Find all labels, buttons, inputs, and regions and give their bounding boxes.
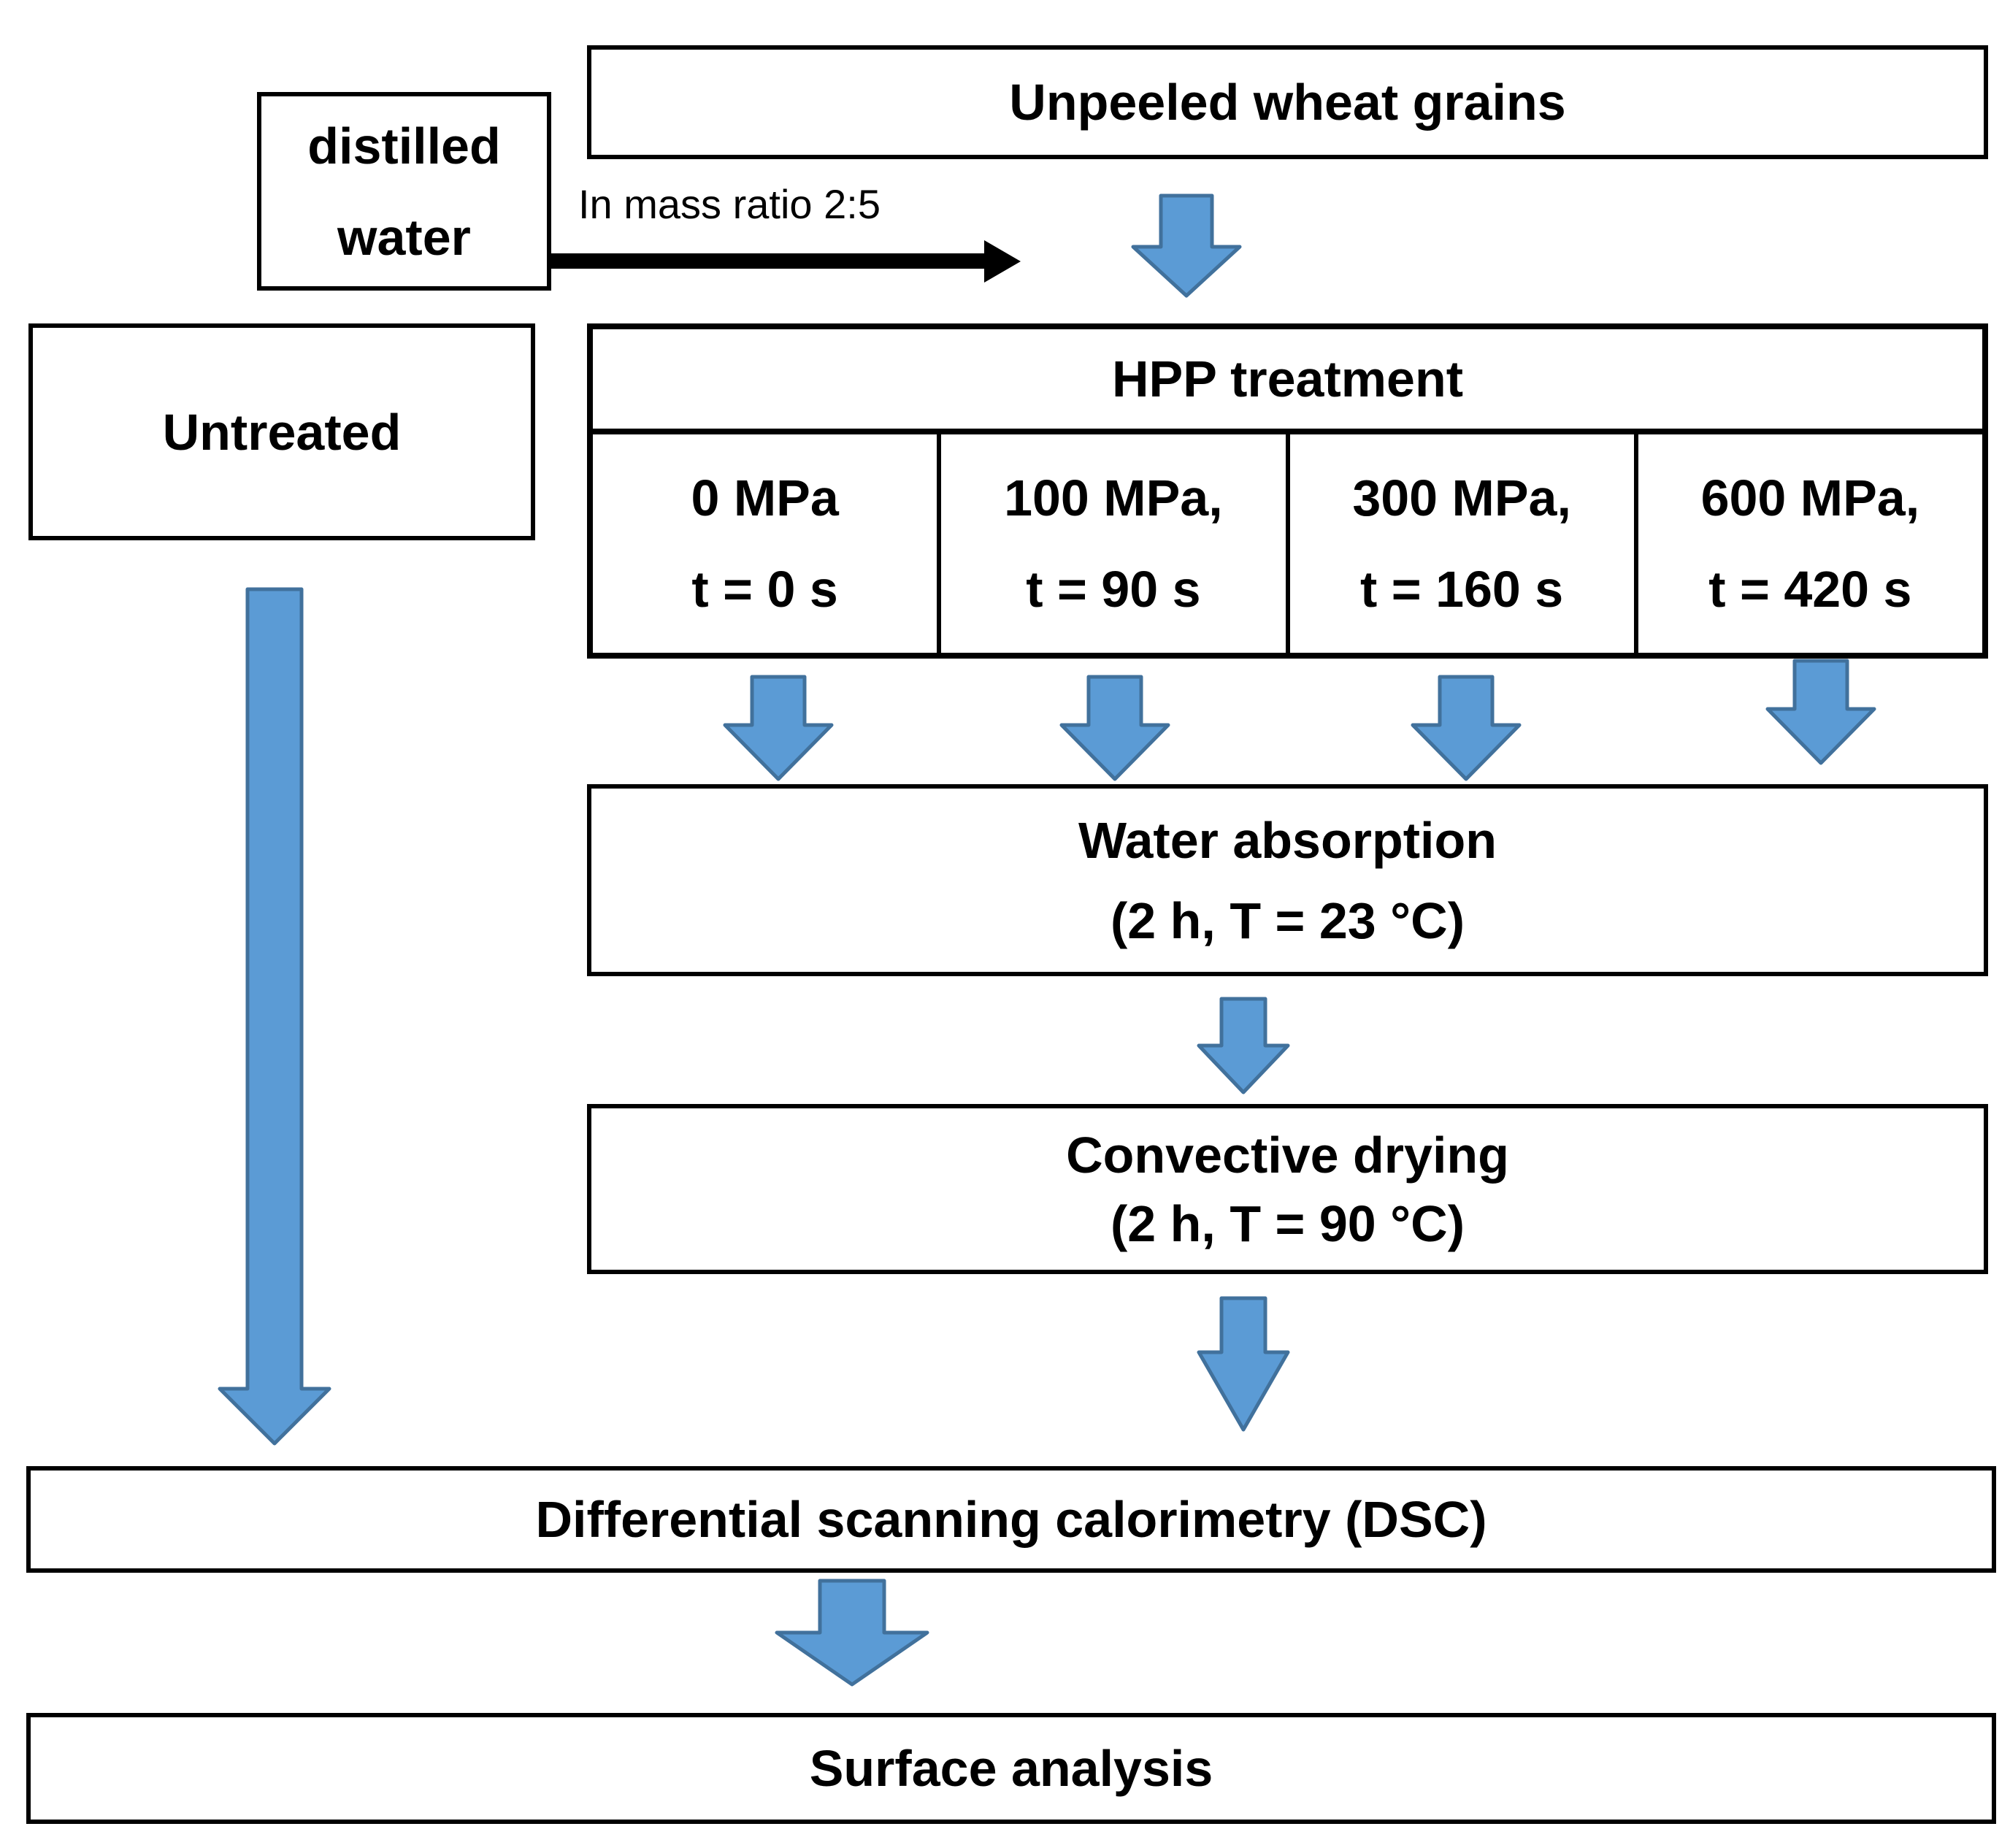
- water-absorption-line2: (2 h, T = 23 °C): [1110, 892, 1465, 949]
- unpeeled-wheat-grains-label: Unpeeled wheat grains: [1009, 74, 1566, 131]
- convective-drying-line1: Convective drying: [1066, 1126, 1509, 1184]
- unpeeled-wheat-grains-box: Unpeeled wheat grains: [587, 45, 1988, 159]
- water-absorption-box: Water absorption (2 h, T = 23 °C): [587, 784, 1988, 976]
- distilled-water-text: distilled water: [307, 120, 500, 263]
- hpp-cell-300mpa-pressure: 300 MPa,: [1352, 469, 1571, 526]
- dsc-label: Differential scanning calorimetry (DSC): [535, 1491, 1487, 1548]
- hpp-cell-100mpa-time: t = 90 s: [1026, 561, 1201, 618]
- hpp-cell-0mpa-time: t = 0 s: [691, 561, 838, 618]
- hpp-cell-600mpa: 600 MPa, t = 420 s: [1638, 434, 1982, 653]
- hpp-cell-100mpa-pressure: 100 MPa,: [1004, 469, 1223, 526]
- convective-drying-box: Convective drying (2 h, T = 90 °C): [587, 1104, 1988, 1274]
- mass-ratio-right-arrow-icon: [551, 240, 1021, 283]
- water-absorption-text: Water absorption (2 h, T = 23 °C): [1078, 815, 1497, 946]
- hpp-cell-0mpa: 0 MPa t = 0 s: [593, 434, 942, 653]
- water-absorption-line1: Water absorption: [1078, 811, 1497, 869]
- hpp-treatment-body: 0 MPa t = 0 s 100 MPa, t = 90 s 300 MPa,…: [593, 434, 1982, 653]
- surface-analysis-box: Surface analysis: [26, 1713, 1996, 1824]
- mass-ratio-label: In mass ratio 2:5: [578, 181, 881, 227]
- surface-analysis-label: Surface analysis: [809, 1740, 1213, 1797]
- hpp-cell-300mpa: 300 MPa, t = 160 s: [1290, 434, 1638, 653]
- down-arrow-icon-wa-to-cd: [1197, 997, 1290, 1094]
- dsc-box: Differential scanning calorimetry (DSC): [26, 1466, 1996, 1573]
- distilled-water-line1: distilled: [307, 117, 501, 175]
- down-arrow-icon-hpp-col4: [1765, 659, 1876, 765]
- convective-drying-text: Convective drying (2 h, T = 90 °C): [1066, 1130, 1509, 1249]
- untreated-box: Untreated: [28, 323, 535, 540]
- down-arrow-icon-dsc-to-sa: [775, 1579, 929, 1687]
- down-arrow-icon-hpp-col1: [723, 675, 834, 781]
- hpp-treatment-table: HPP treatment 0 MPa t = 0 s 100 MPa, t =…: [587, 323, 1988, 659]
- hpp-cell-600mpa-time: t = 420 s: [1708, 561, 1912, 618]
- down-arrow-icon-unpeeled-to-hpp: [1131, 193, 1242, 298]
- hpp-cell-300mpa-time: t = 160 s: [1359, 561, 1564, 618]
- down-arrow-icon-hpp-col3: [1411, 675, 1522, 781]
- convective-drying-line2: (2 h, T = 90 °C): [1110, 1195, 1465, 1252]
- down-arrow-icon-untreated-to-dsc: [218, 587, 331, 1446]
- distilled-water-line2: water: [337, 208, 471, 266]
- down-arrow-icon-hpp-col2: [1059, 675, 1170, 781]
- hpp-cell-0mpa-pressure: 0 MPa: [691, 469, 839, 526]
- hpp-treatment-header: HPP treatment: [593, 329, 1982, 434]
- down-arrow-icon-cd-to-dsc: [1197, 1296, 1290, 1432]
- untreated-label: Untreated: [162, 403, 402, 461]
- hpp-cell-100mpa: 100 MPa, t = 90 s: [941, 434, 1290, 653]
- distilled-water-box: distilled water: [257, 92, 551, 291]
- hpp-cell-600mpa-pressure: 600 MPa,: [1700, 469, 1920, 526]
